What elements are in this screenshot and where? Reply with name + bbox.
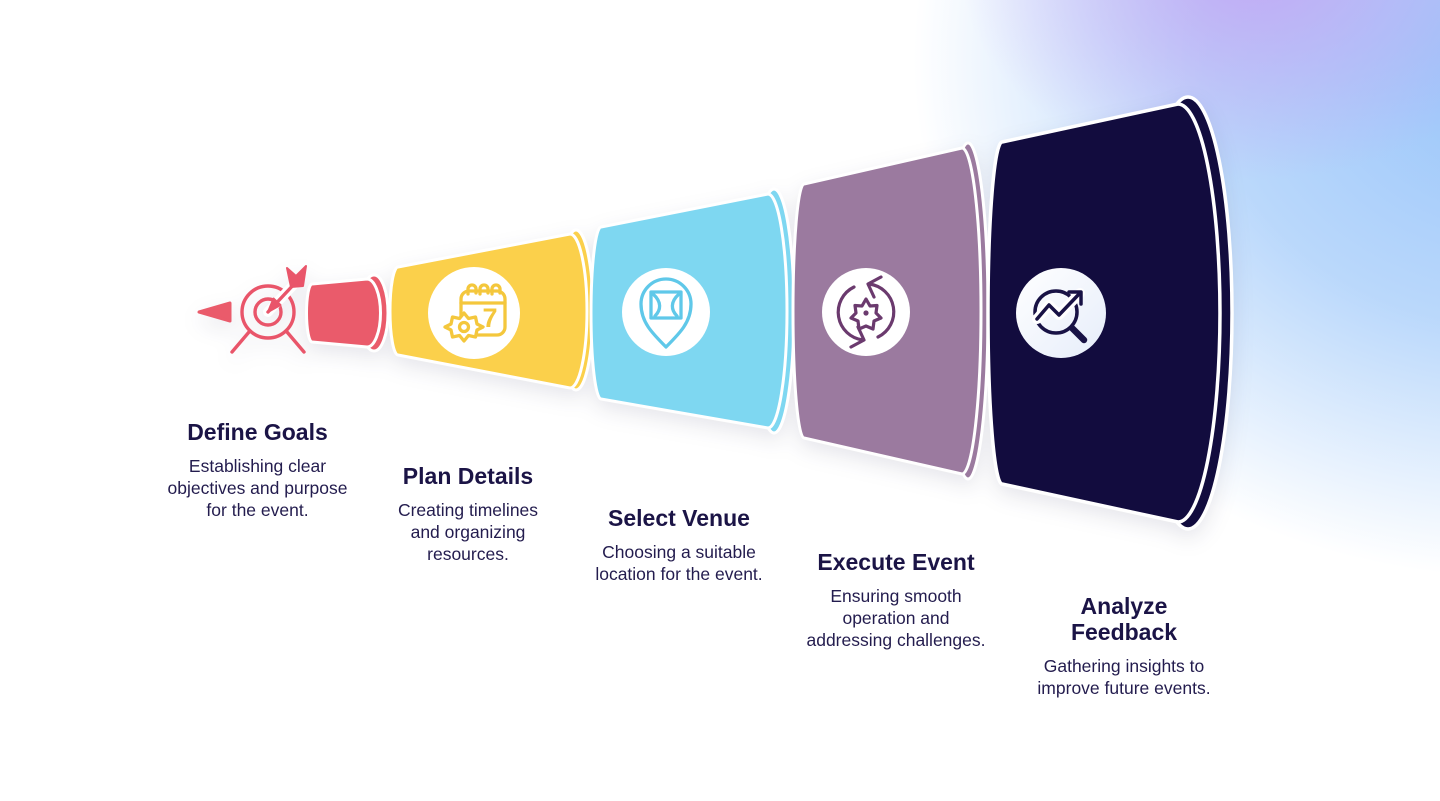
calendar-gear-icon: 7: [443, 283, 507, 343]
stage-4-description: Ensuring smooth operation and addressing…: [806, 585, 986, 651]
funnel-stage-3-cone: [589, 187, 796, 435]
stage-3-icon-circle: [622, 268, 710, 356]
stage-1-title: Define Goals: [187, 419, 328, 445]
svg-text:7: 7: [482, 303, 497, 333]
funnel-stage-5-cone: [986, 95, 1234, 531]
stage-1-label-block: Define Goals Establishing clear objectiv…: [140, 419, 375, 521]
stage-4-title: Execute Event: [817, 549, 975, 575]
funnel-stage-4-cone: [791, 141, 990, 481]
funnel-stage-1-cone: [305, 273, 390, 353]
stage-4-label-block: Execute Event Ensuring smooth operation …: [786, 549, 1006, 651]
stage-2-title: Plan Details: [402, 463, 534, 489]
stage-2-description: Creating timelines and organizing resour…: [397, 499, 539, 565]
stage-5-title: Analyze Feedback: [1070, 593, 1178, 645]
stage-3-description: Choosing a suitable location for the eve…: [595, 541, 763, 585]
stage-5-description: Gathering insights to improve future eve…: [1037, 655, 1211, 699]
funnel-tip: [197, 301, 232, 323]
stage-2-label-block: Plan Details Creating timelines and orga…: [368, 463, 568, 565]
magnifier-trend-icon: [1032, 288, 1088, 344]
stage-3-title: Select Venue: [608, 505, 750, 531]
target-arrow-icon: [230, 265, 307, 354]
stage-1-description: Establishing clear objectives and purpos…: [167, 455, 348, 521]
stage-5-label-block: Analyze Feedback Gathering insights to i…: [1014, 593, 1234, 699]
stage-3-label-block: Select Venue Choosing a suitable locatio…: [568, 505, 790, 585]
venue-pin-icon: [639, 277, 693, 349]
process-cycle-icon: [836, 275, 896, 349]
